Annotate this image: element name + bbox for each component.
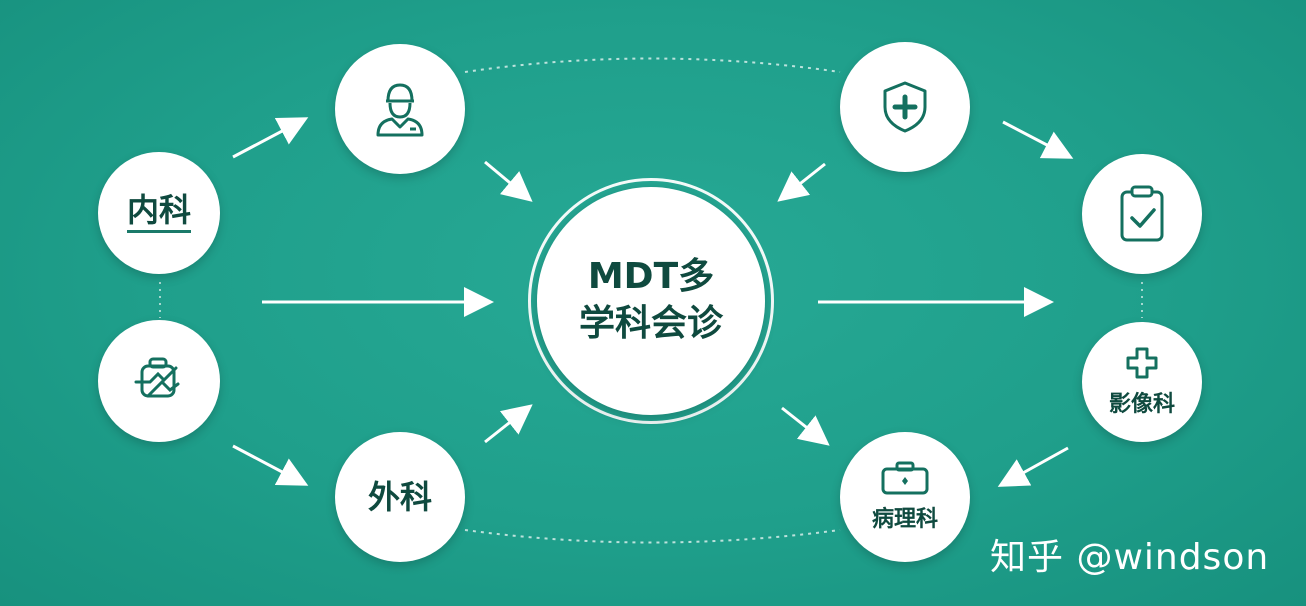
- node-internal-medicine: 内科: [98, 152, 220, 274]
- node-clipboard: [1082, 154, 1202, 274]
- node-shield: [840, 42, 970, 172]
- center-title-line2: 学科会诊: [578, 303, 723, 344]
- center-ring: [528, 178, 774, 424]
- clipboard-check-icon: [1114, 184, 1170, 244]
- arrow-doctor-to-center: [484, 160, 533, 202]
- dotted-arc-bottom: [464, 529, 841, 544]
- node-surgery: 外科: [335, 432, 465, 562]
- internal-medicine-label: 内科: [126, 194, 191, 233]
- arrow-medkit-to-surgery: [232, 444, 309, 486]
- arrow-shield-to-center: [777, 162, 826, 202]
- arrow-center-to-pathology: [781, 406, 830, 446]
- arrow-surgery-to-center: [484, 404, 533, 444]
- node-imaging: 影像科: [1082, 322, 1202, 442]
- surgery-label: 外科: [367, 478, 432, 516]
- pathology-label: 病理科: [871, 507, 938, 532]
- node-medkit: [98, 320, 220, 442]
- imaging-label: 影像科: [1108, 392, 1175, 417]
- medical-kit-icon: [128, 350, 190, 412]
- arrow-shield-to-clipboard: [1002, 120, 1074, 159]
- medical-cross-icon: [1125, 346, 1159, 380]
- watermark: 知乎 @windson: [990, 537, 1270, 578]
- doctor-icon: [368, 77, 432, 141]
- shield-plus-icon: [875, 77, 935, 137]
- node-pathology: 病理科: [840, 432, 970, 562]
- center-node-mdt: MDT多 学科会诊: [537, 187, 765, 415]
- arrow-imaging-to-pathology: [997, 446, 1069, 487]
- node-doctor: [335, 44, 465, 174]
- center-title-line1: MDT多: [587, 256, 715, 298]
- medical-briefcase-icon: [879, 461, 931, 495]
- dotted-arc-top: [464, 57, 841, 73]
- arrow-internal-to-doctor: [232, 117, 309, 159]
